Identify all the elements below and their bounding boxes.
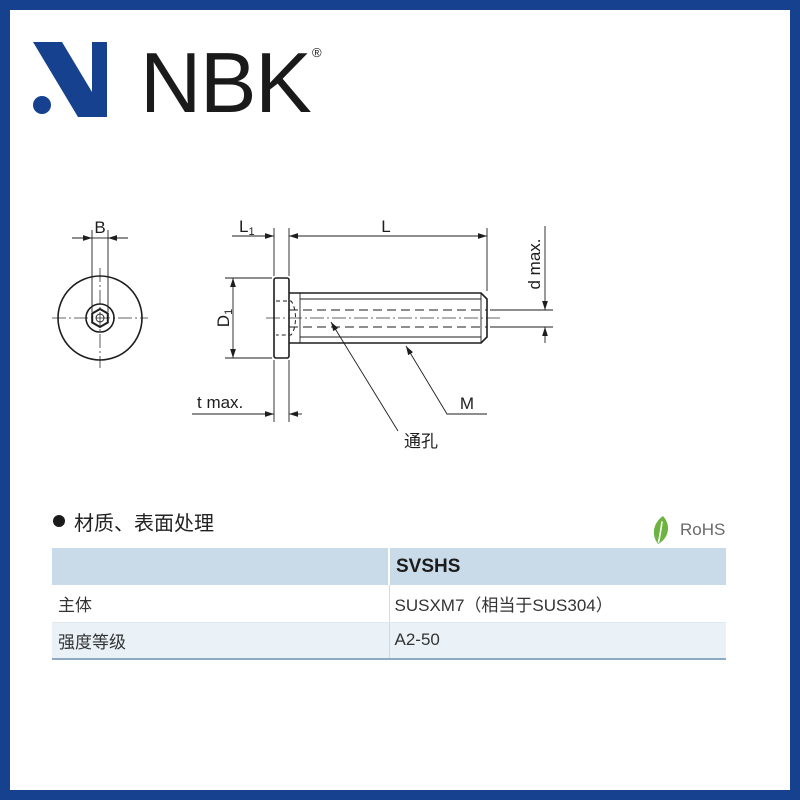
- dim-label-d1-main: D: [214, 315, 233, 327]
- dim-label-t-max: t max.: [197, 393, 243, 412]
- logo-wordmark: NBK: [140, 36, 311, 131]
- table-header-empty-cell: [52, 548, 389, 585]
- dim-label-b: B: [94, 218, 105, 237]
- head-outline-circle: [57, 275, 143, 361]
- dim-label-d1: D1: [214, 309, 235, 327]
- socket-ring: [85, 303, 115, 333]
- table-cell-value: A2-50: [388, 622, 726, 660]
- dim-label-l1-sub: 1: [248, 226, 254, 238]
- screw-shank: [289, 292, 488, 344]
- through-hole-label: 通孔: [404, 432, 438, 451]
- bullet-icon: [53, 515, 65, 527]
- dim-label-l1: L1: [239, 217, 255, 238]
- logo-diagonal-shape: [33, 42, 107, 117]
- dim-label-l1-main: L: [239, 217, 248, 236]
- material-spec-table: SVSHS 主体 SUSXM7（相当于SUS304） 强度等级 A2-50: [52, 548, 726, 660]
- through-hole-leader-line: [330, 321, 399, 432]
- dim-label-l: L: [381, 217, 390, 236]
- front-view: B: [52, 218, 148, 368]
- table-cell-value: SUSXM7（相当于SUS304）: [388, 585, 726, 623]
- logo-vertical-bar: [92, 42, 107, 117]
- section-heading: 材质、表面处理: [53, 507, 214, 535]
- rohs-badge: RoHS: [650, 514, 725, 546]
- table-row: 主体 SUSXM7（相当于SUS304）: [52, 585, 726, 623]
- brand-logo: NBK ®: [33, 36, 322, 131]
- logo-dot-icon: [33, 96, 51, 114]
- leaf-icon: [653, 516, 669, 544]
- m-leader-line: [405, 345, 487, 415]
- dim-label-m: M: [460, 394, 474, 413]
- table-header-row: SVSHS: [52, 548, 726, 585]
- registered-mark: ®: [312, 45, 322, 60]
- section-title-text: 材质、表面处理: [74, 512, 214, 535]
- table-cell-label: 强度等级: [52, 622, 389, 660]
- rohs-label: RoHS: [680, 520, 726, 539]
- screw-head: [273, 277, 290, 359]
- through-hole-circle: [95, 313, 105, 323]
- hex-socket-hidden-line: [276, 300, 296, 336]
- table-row: 强度等级 A2-50: [52, 622, 726, 660]
- side-view: L1 L D1 d max. t max. M 通孔: [192, 217, 553, 451]
- table-header-model: SVSHS: [388, 548, 726, 585]
- hex-socket-icon: [91, 307, 109, 329]
- dim-label-d-max: d max.: [525, 238, 544, 289]
- dim-label-d1-sub: 1: [223, 309, 235, 315]
- table-cell-label: 主体: [52, 585, 389, 623]
